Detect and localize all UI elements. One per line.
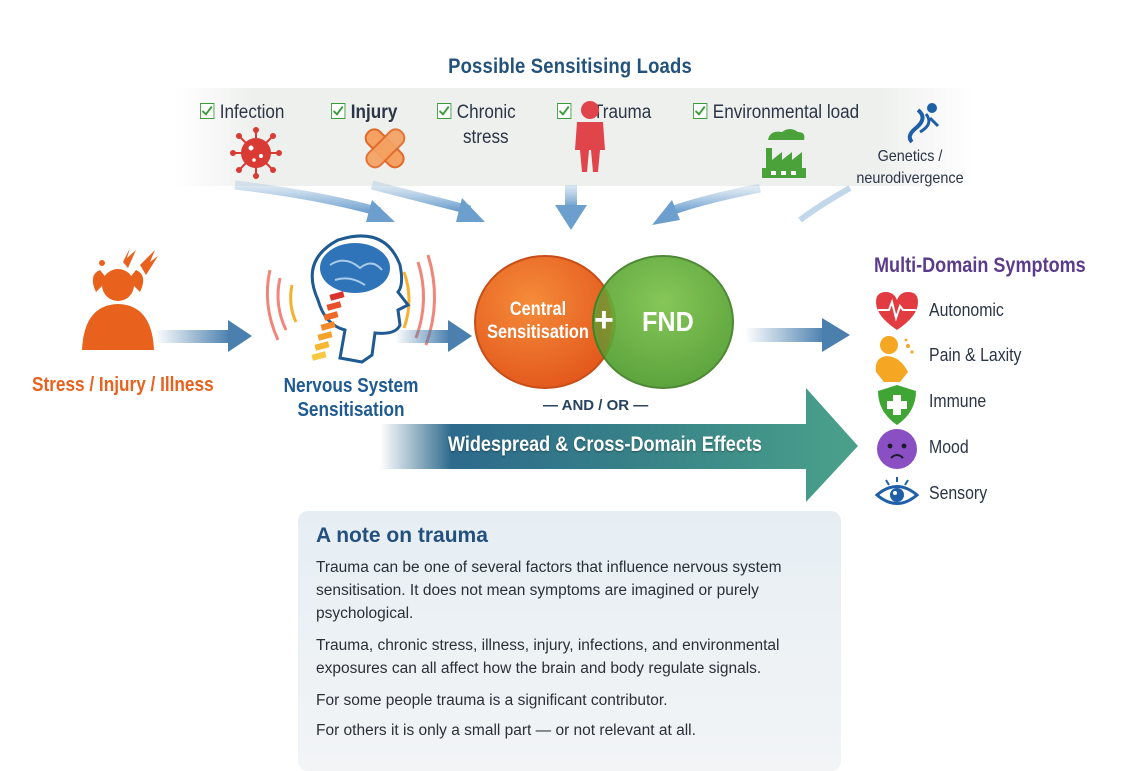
central-sensitisation-label: Central Sensitisation bbox=[486, 298, 589, 344]
note-paragraph-4: For others it is only a small part — or … bbox=[316, 722, 696, 739]
checkbox-icon bbox=[331, 103, 346, 119]
checkbox-icon bbox=[437, 103, 452, 119]
arrow-from-environmental bbox=[666, 183, 761, 217]
arrowhead bbox=[555, 205, 587, 230]
eye-icon bbox=[874, 477, 920, 505]
load-label: Environmental load bbox=[712, 102, 860, 123]
checkbox-icon bbox=[557, 103, 572, 119]
arrow-to-symptoms bbox=[745, 318, 850, 352]
brain-head-icon bbox=[265, 234, 436, 364]
load-item-environmental: Environmental load bbox=[693, 101, 859, 125]
plus-sign: + bbox=[594, 301, 614, 339]
symptom-sensory: Sensory bbox=[929, 483, 988, 503]
arrowhead bbox=[652, 200, 680, 225]
ns-label-line1: Nervous System bbox=[283, 375, 419, 397]
origin-label: Stress / Injury / Illness bbox=[32, 374, 214, 396]
symptoms-title: Multi-Domain Symptoms bbox=[874, 254, 1086, 277]
bandage-icon bbox=[364, 128, 406, 169]
load-label: neurodivergence bbox=[856, 170, 964, 187]
and-or-label: — AND / OR — bbox=[543, 397, 649, 414]
fnd-label: FND bbox=[642, 306, 694, 337]
shield-plus-icon bbox=[878, 385, 916, 425]
virus-icon bbox=[230, 127, 282, 179]
load-item-genetics: Genetics / neurodivergence bbox=[847, 146, 973, 190]
note-paragraph-3: For some people trauma is a significant … bbox=[316, 692, 668, 709]
note-paragraph-1: Trauma can be one of several factors tha… bbox=[316, 559, 782, 622]
arrow-from-genetics bbox=[798, 185, 852, 223]
load-label: Infection bbox=[219, 102, 285, 123]
heart-pulse-icon bbox=[876, 292, 918, 330]
dna-runner-icon bbox=[907, 103, 940, 144]
venn-diagram bbox=[474, 255, 734, 389]
symptom-immune: Immune bbox=[929, 391, 987, 411]
arrow-from-infection bbox=[234, 180, 382, 217]
trauma-note-box bbox=[298, 511, 841, 771]
load-item-trauma: Trauma bbox=[557, 101, 651, 125]
wide-arrow bbox=[380, 388, 858, 502]
stressed-person-icon bbox=[82, 248, 158, 350]
nervous-system-label: Nervous System Sensitisation bbox=[278, 374, 424, 422]
arrow-from-injury bbox=[370, 180, 472, 215]
symptom-mood: Mood bbox=[929, 437, 969, 457]
converging-arrows bbox=[234, 180, 852, 230]
load-item-infection: Infection bbox=[200, 101, 284, 125]
note-title: A note on trauma bbox=[316, 524, 488, 547]
arrow-to-venn bbox=[395, 320, 472, 352]
sad-face-icon bbox=[877, 429, 917, 469]
loads-title: Possible Sensitising Loads bbox=[448, 55, 692, 78]
checkbox-icon bbox=[200, 103, 215, 119]
symptom-autonomic: Autonomic bbox=[929, 300, 1004, 320]
arrow-from-trauma bbox=[565, 185, 577, 207]
loads-band bbox=[175, 88, 975, 186]
load-label: Genetics / bbox=[877, 148, 943, 165]
factory-icon bbox=[762, 129, 806, 178]
arrow-to-nervous-system bbox=[155, 320, 252, 352]
symptom-pain-laxity: Pain & Laxity bbox=[929, 345, 1022, 365]
fnd-circle bbox=[592, 255, 734, 389]
venn-left-line1: Central bbox=[509, 299, 567, 320]
arrowhead bbox=[456, 198, 485, 222]
load-item-chronic-stress: Chronic bbox=[437, 101, 516, 125]
load-label-stress: stress bbox=[463, 127, 509, 148]
note-paragraph-2: Trauma, chronic stress, illness, injury,… bbox=[316, 637, 780, 677]
spine-icon bbox=[311, 291, 345, 361]
arrowhead bbox=[366, 200, 395, 222]
trauma-person-icon bbox=[575, 101, 605, 172]
load-label: Trauma bbox=[593, 102, 652, 123]
checkbox-icon bbox=[693, 103, 708, 119]
ns-label-line2: Sensitisation bbox=[297, 399, 405, 421]
load-label: Chronic bbox=[456, 102, 516, 123]
load-item-injury: Injury bbox=[331, 101, 397, 125]
load-label: Injury bbox=[350, 102, 398, 123]
wide-arrow-label: Widespread & Cross-Domain Effects bbox=[448, 433, 762, 456]
joint-pain-icon bbox=[875, 336, 914, 382]
venn-left-line2: Sensitisation bbox=[487, 322, 589, 343]
